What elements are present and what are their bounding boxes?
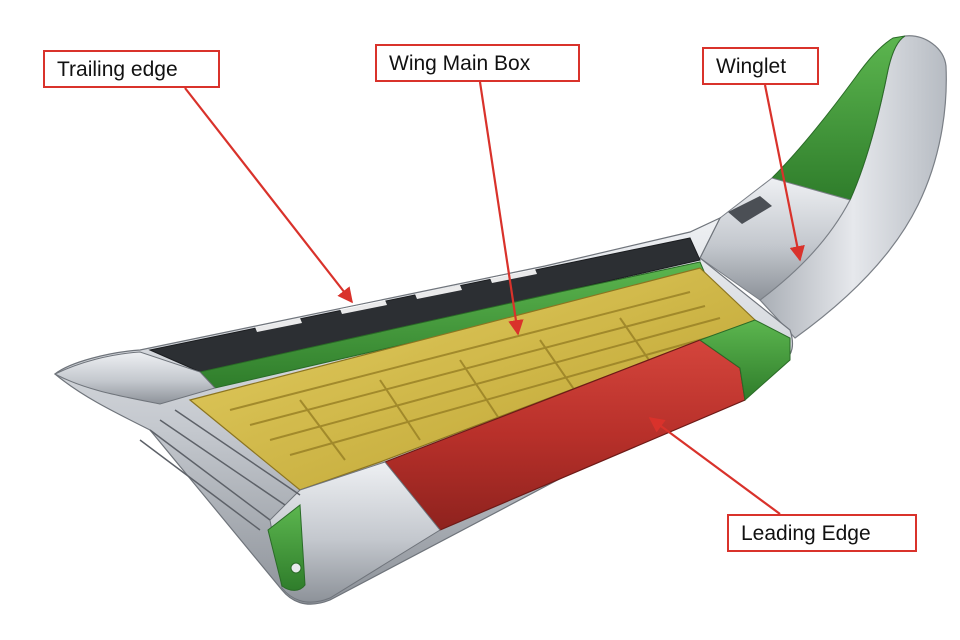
label-trailing-edge: Trailing edge <box>43 50 220 88</box>
winglet <box>699 35 947 339</box>
root-section-ribs <box>139 409 301 531</box>
inboard-nose <box>269 461 441 603</box>
leader-winglet <box>763 84 805 262</box>
root-rib-hole <box>290 562 302 574</box>
label-winglet: Winglet <box>702 47 819 85</box>
leader-wing-main-box <box>478 81 524 336</box>
leader-trailing-edge <box>184 87 353 304</box>
winglet-notch <box>728 196 772 224</box>
leader-lines <box>184 81 805 515</box>
wing-body <box>53 216 794 605</box>
root-fairing <box>53 351 216 405</box>
leader-leading-edge <box>648 417 781 515</box>
label-leading-edge: Leading Edge <box>727 514 917 552</box>
label-wing-main-box: Wing Main Box <box>375 44 580 82</box>
trailing-edge-slots <box>255 269 537 332</box>
outboard-joint <box>698 319 791 401</box>
